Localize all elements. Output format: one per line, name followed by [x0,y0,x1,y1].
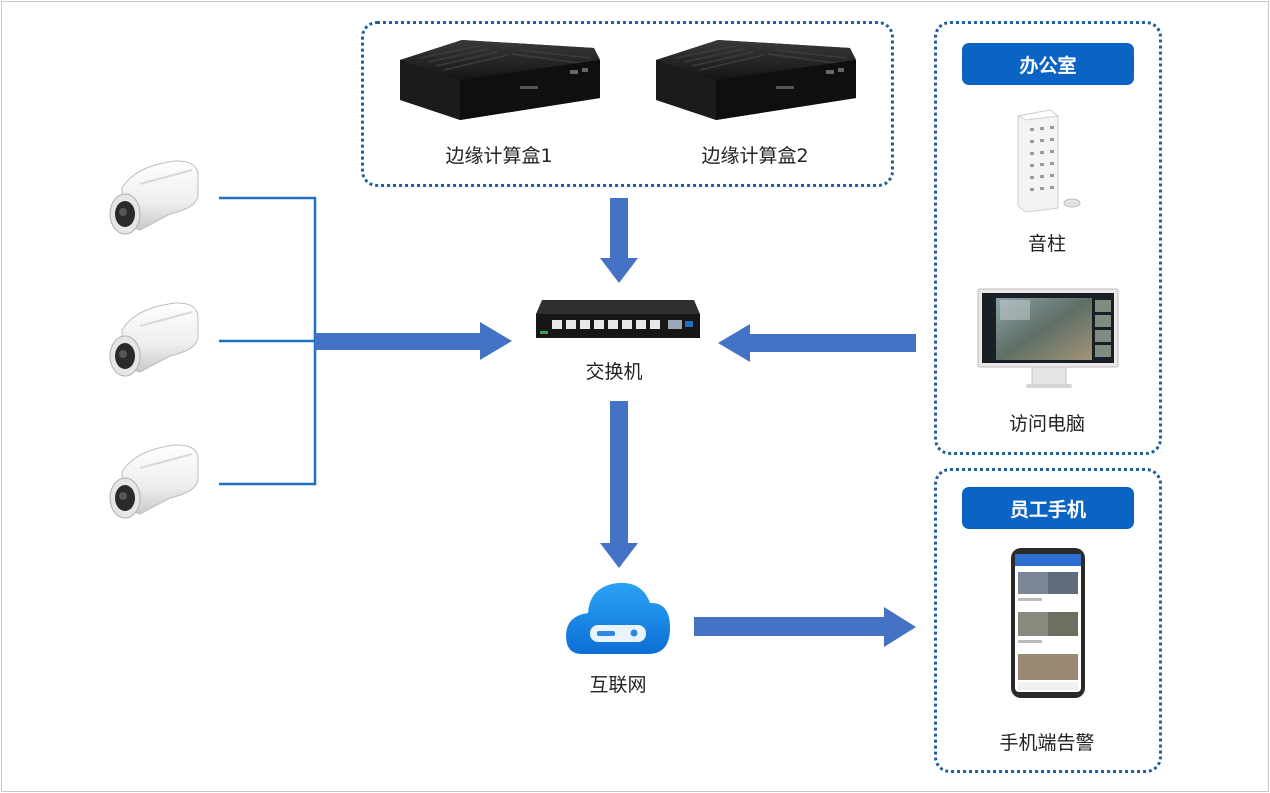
office-group [934,21,1162,455]
speaker-column-image [1016,109,1081,213]
staff-phone-group [934,468,1162,773]
speaker-label: 音柱 [1027,233,1067,255]
edge-box-2-image [656,40,856,120]
arrow-internet-to-phone [694,607,916,647]
switch-label: 交换机 [585,361,643,383]
edge-box-2-label: 边缘计算盒2 [701,145,809,167]
arrow-switch-to-internet [600,401,638,568]
pc-label: 访问电脑 [1008,413,1086,435]
edge-box-group [361,21,894,187]
phone-alarm-label: 手机端告警 [999,732,1095,754]
cloud-icon [566,582,670,654]
smartphone-image [1011,548,1085,698]
arrow-edgebox-to-switch [600,198,638,283]
arrow-cameras-to-switch [315,322,512,360]
monitor-image [977,288,1119,388]
edge-box-1-label: 边缘计算盒1 [445,145,553,167]
camera-1 [109,160,199,235]
camera-3 [109,444,199,519]
camera-2 [109,302,199,377]
office-group-title: 办公室 [962,43,1134,85]
arrow-office-to-switch [718,324,916,362]
edge-box-1-image [400,40,600,120]
network-switch-image [536,300,700,338]
internet-label: 互联网 [589,674,647,696]
camera-connector-lines [219,196,317,486]
staff-phone-group-title: 员工手机 [962,487,1134,529]
